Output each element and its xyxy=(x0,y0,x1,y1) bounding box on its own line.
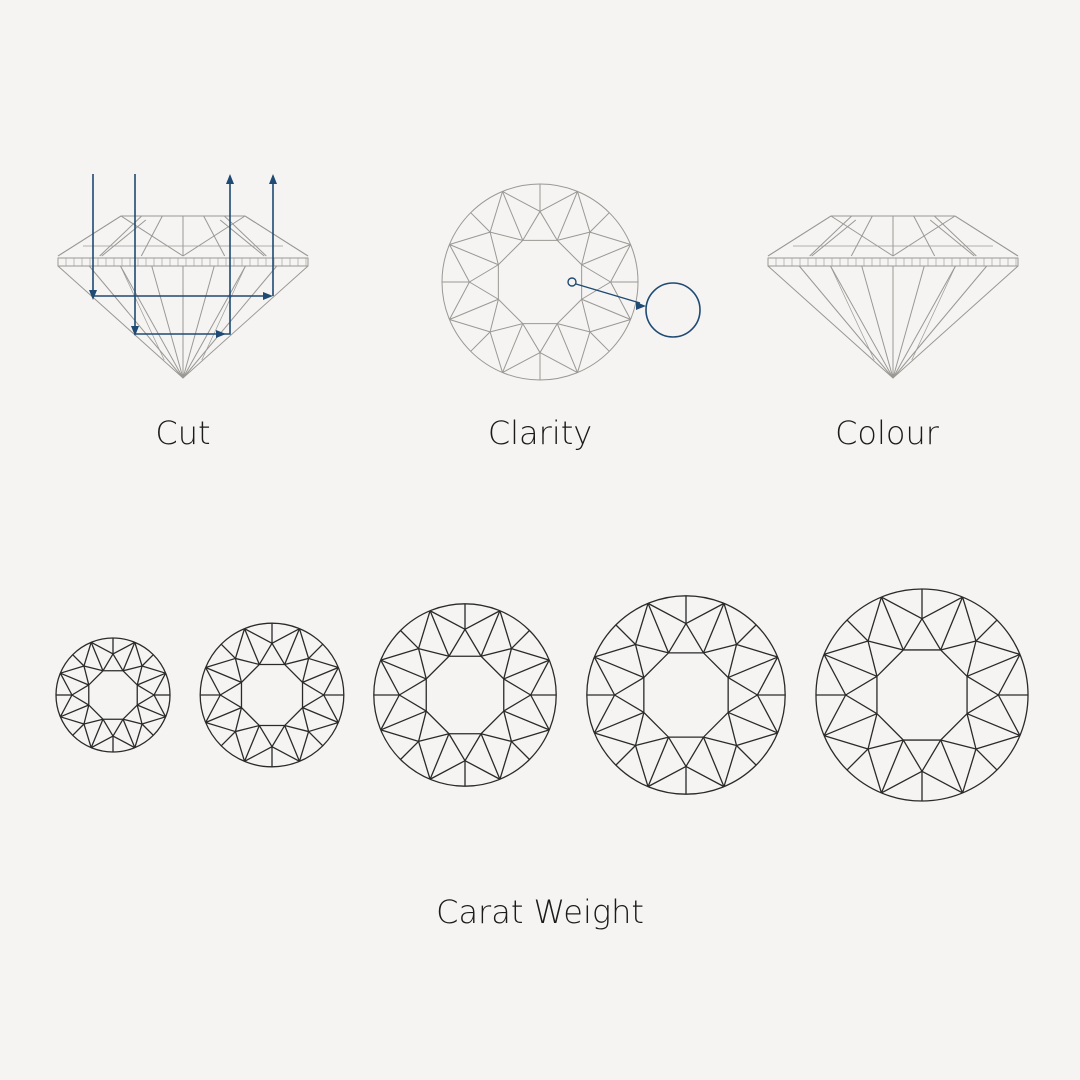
table-facet xyxy=(88,670,138,720)
diamond-side-light-path-icon xyxy=(57,215,309,379)
inclusion-pointer xyxy=(575,283,641,304)
arrow-head xyxy=(636,302,646,310)
table-facet xyxy=(425,655,505,735)
inclusion-magnifier xyxy=(567,277,701,338)
table-facet xyxy=(240,663,304,727)
arrow-head xyxy=(131,326,139,336)
carat-weight-label: Carat Weight xyxy=(436,893,644,931)
light-ray-arrows xyxy=(89,174,277,338)
light-ray-2 xyxy=(134,174,231,335)
clarity-label: Clarity xyxy=(487,414,593,452)
arrow-head xyxy=(226,174,234,184)
girdle-band xyxy=(57,257,309,267)
table-facet xyxy=(643,652,729,738)
cut-label: Cut xyxy=(155,414,211,452)
inclusion-spot xyxy=(567,277,577,287)
diamond-side-icon xyxy=(767,215,1019,379)
carat-diamond-5 xyxy=(815,588,1029,802)
light-ray-1 xyxy=(92,174,270,297)
magnified-inclusion xyxy=(645,282,701,338)
carat-size-row xyxy=(55,588,1029,802)
arrow-head xyxy=(263,292,273,300)
girdle-band xyxy=(767,257,1019,267)
table-facet xyxy=(497,239,583,325)
carat-diamond-1 xyxy=(55,637,171,753)
arrow-head xyxy=(269,174,277,184)
colour-label: Colour xyxy=(835,414,939,452)
carat-diamond-2 xyxy=(199,622,345,768)
carat-diamond-3 xyxy=(373,603,557,787)
diamond-top-inclusion-icon xyxy=(441,183,639,381)
table-facet xyxy=(876,649,968,741)
arrow-head xyxy=(216,330,226,338)
arrow-head xyxy=(89,290,97,300)
carat-diamond-4 xyxy=(586,595,786,795)
